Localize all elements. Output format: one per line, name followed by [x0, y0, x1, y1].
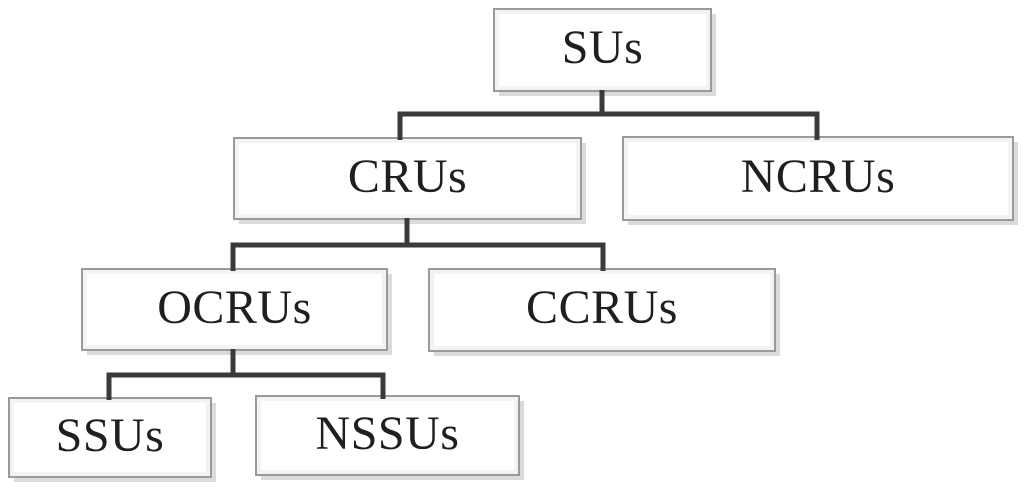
node-ssus-label: SSUs	[55, 408, 165, 462]
node-ncrus: NCRUs	[622, 136, 1014, 221]
node-ncrus-label: NCRUs	[740, 149, 896, 203]
node-nssus-label: NSSUs	[315, 406, 460, 460]
node-ocrus: OCRUs	[81, 268, 388, 351]
node-crus-label: CRUs	[347, 149, 468, 203]
node-sus: SUs	[493, 8, 712, 92]
node-nssus: NSSUs	[255, 395, 520, 476]
node-ccrus: CCRUs	[428, 268, 776, 352]
node-ssus: SSUs	[8, 397, 212, 478]
node-sus-label: SUs	[561, 21, 644, 74]
node-ccrus-label: CCRUs	[526, 281, 678, 334]
node-ocrus-label: OCRUs	[157, 280, 312, 334]
node-crus: CRUs	[233, 137, 582, 220]
